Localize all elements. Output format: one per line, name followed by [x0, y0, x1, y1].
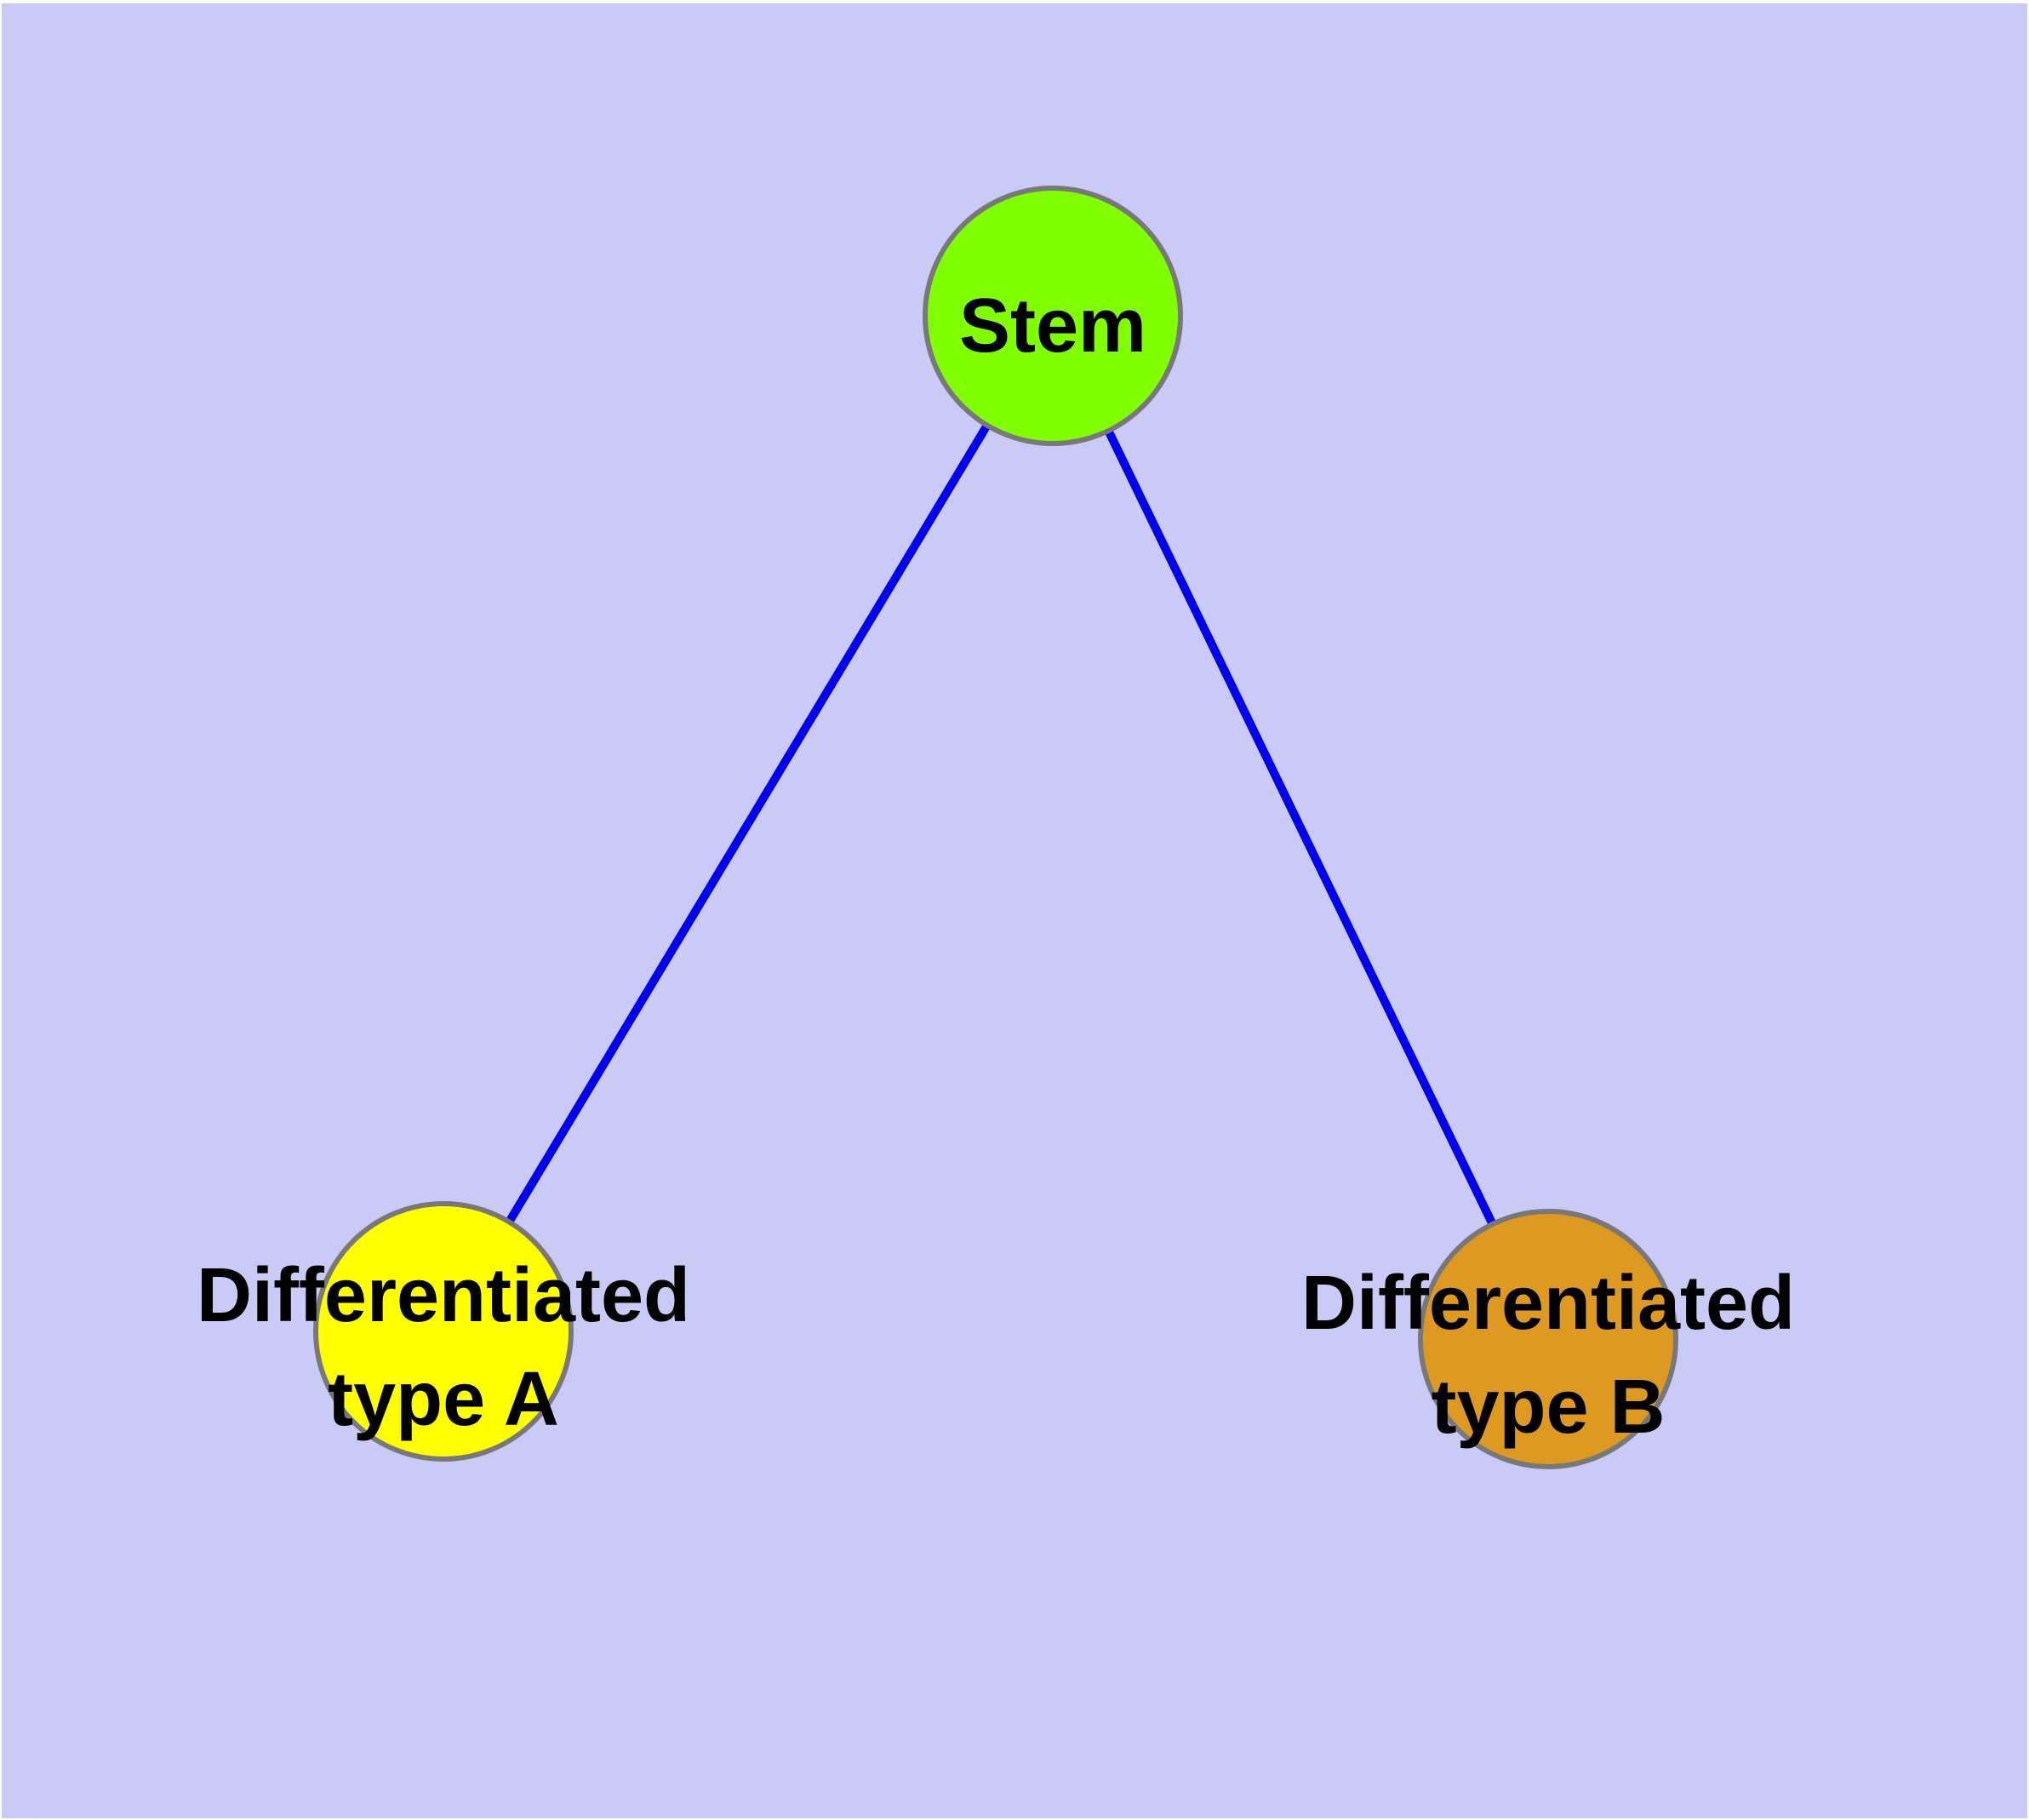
node-differentiated-type-a: Differentiated type A	[197, 1201, 690, 1462]
node-stem-circle	[923, 186, 1183, 446]
node-type-b-label-line1: Differentiated	[1301, 1261, 1795, 1346]
node-type-a-circle	[313, 1201, 574, 1462]
node-differentiated-type-b: Differentiated type B	[1301, 1209, 1795, 1469]
node-type-a-label-line1: Differentiated	[197, 1253, 690, 1338]
node-type-b-label-line2: type B	[1431, 1365, 1665, 1450]
node-type-a-label-line2: type A	[328, 1357, 559, 1442]
node-stem-label: Stem	[959, 283, 1146, 369]
edge-group	[439, 313, 1552, 1342]
node-stem: Stem	[923, 186, 1183, 446]
edge-stem-to-type-a	[439, 313, 1057, 1334]
edge-stem-to-type-b	[1049, 313, 1552, 1342]
node-type-b-circle	[1418, 1209, 1678, 1469]
